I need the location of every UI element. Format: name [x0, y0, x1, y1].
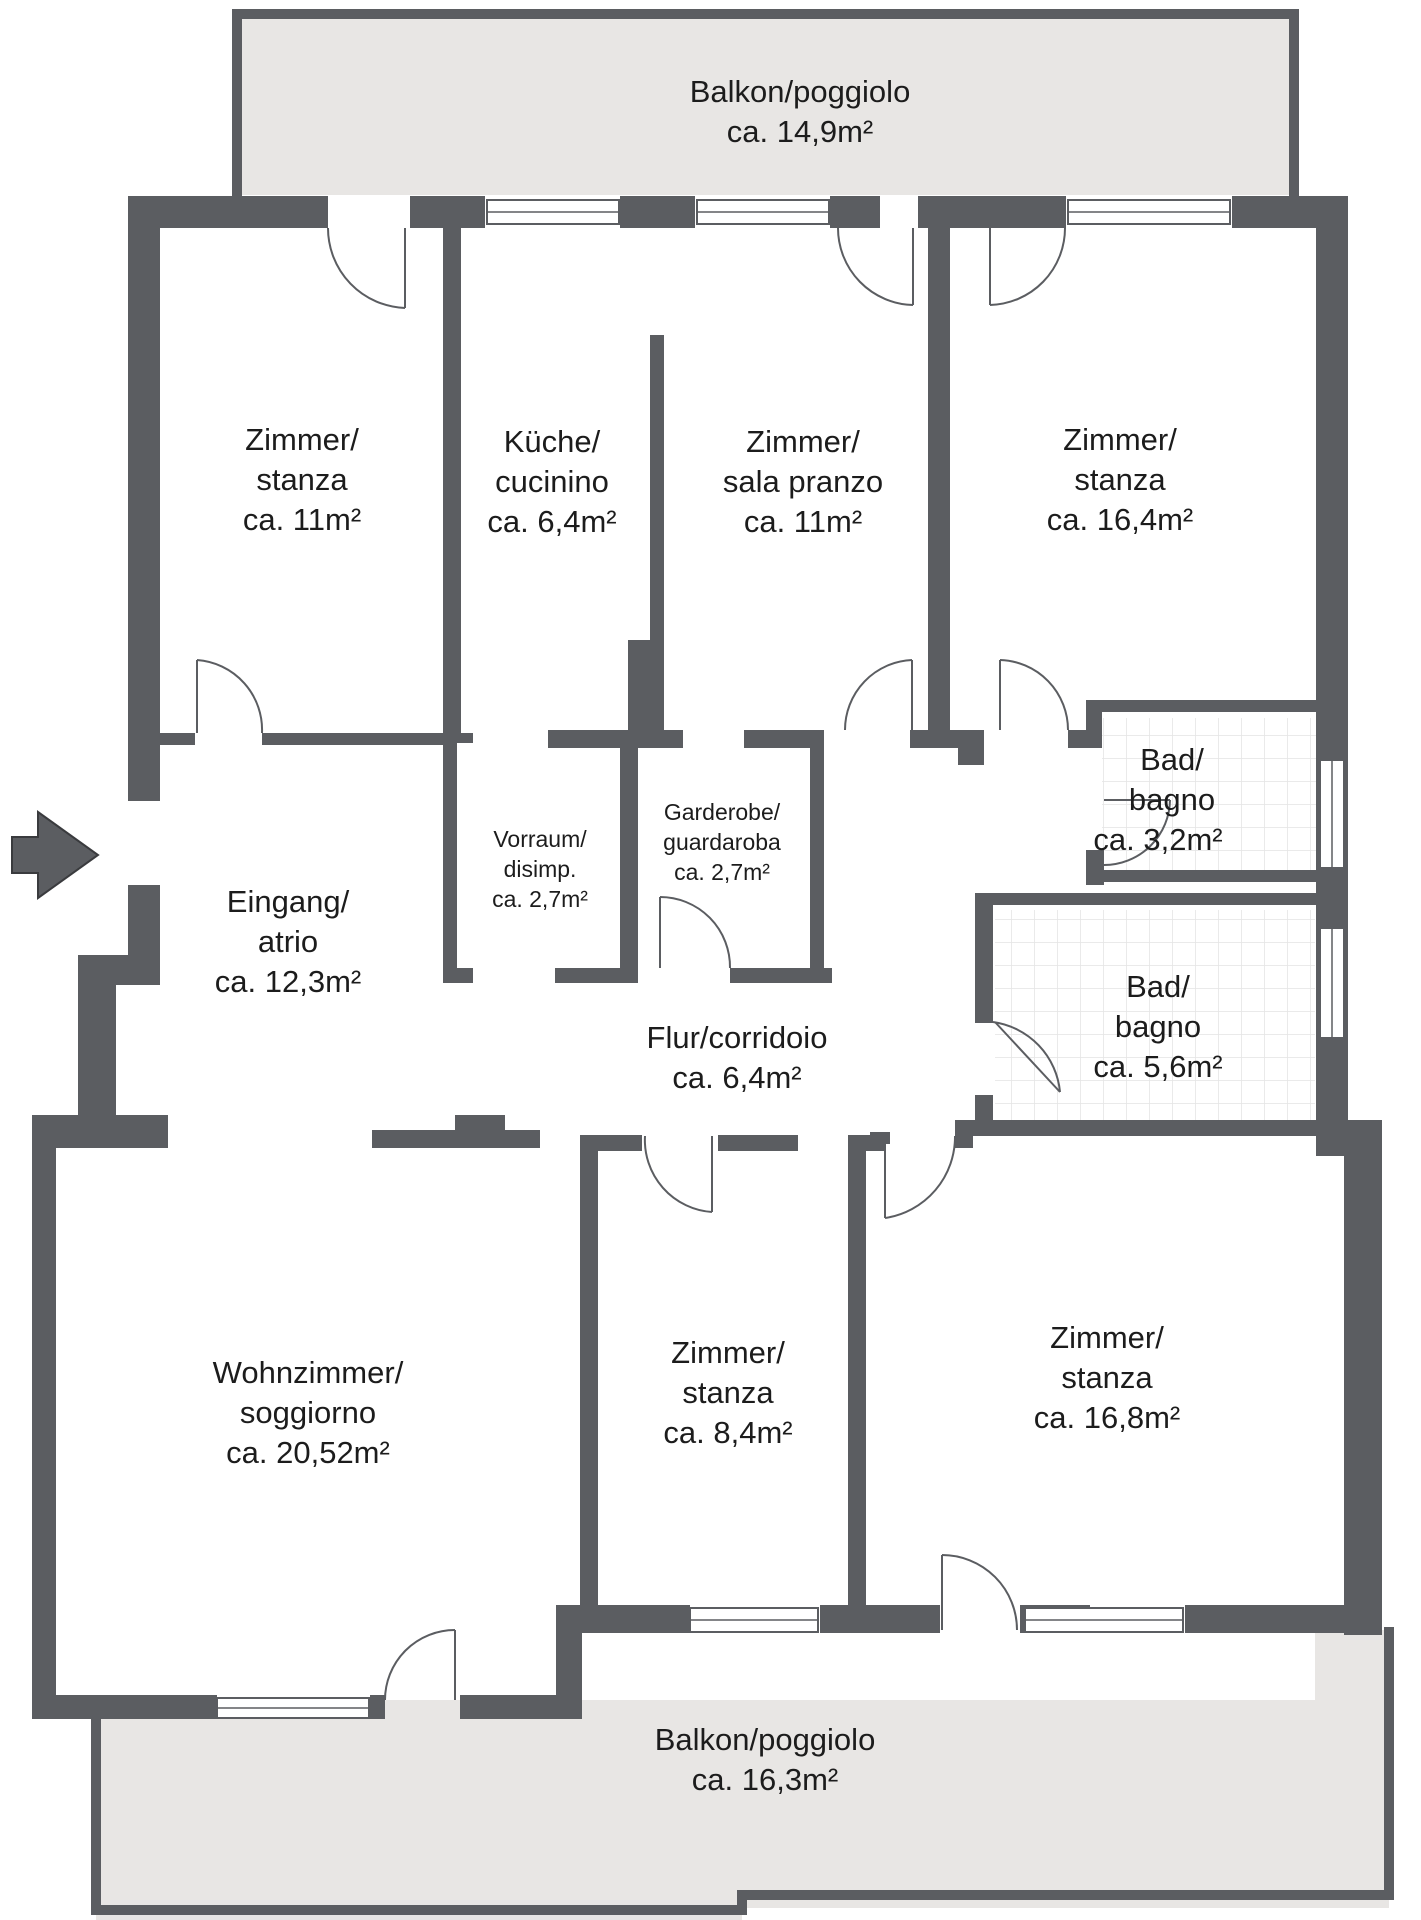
corridor-area: ca. 6,4m²	[672, 1060, 801, 1095]
room-bm-area: ca. 8,4m²	[663, 1415, 792, 1450]
garderobe-name: Garderobe/	[664, 799, 781, 825]
label-garderobe: Garderobe/ guardaroba ca. 2,7m²	[663, 799, 781, 885]
bath-small-name: Bad/	[1140, 742, 1204, 777]
label-balcony-bottom: Balkon/poggiolo ca. 16,3m²	[655, 1722, 876, 1797]
balcony-top	[232, 9, 1299, 196]
interior-walls	[160, 228, 1316, 1630]
vorraum-area: ca. 2,7m²	[492, 886, 588, 912]
entrance-arrow-icon	[11, 810, 100, 900]
balcony-top-area: ca. 14,9m²	[727, 114, 873, 149]
label-living: Wohnzimmer/ soggiorno ca. 20,52m²	[213, 1355, 404, 1470]
room-br-subname: stanza	[1061, 1360, 1153, 1395]
label-balcony-top: Balkon/poggiolo ca. 14,9m²	[690, 74, 911, 149]
bath-small-subname: bagno	[1129, 782, 1215, 817]
dining-area: ca. 11m²	[744, 504, 862, 539]
entrance-name: Eingang/	[227, 884, 350, 919]
bath-large-name: Bad/	[1126, 969, 1190, 1004]
room-tr-area: ca. 16,4m²	[1047, 502, 1193, 537]
room-tl-name: Zimmer/	[245, 422, 359, 457]
label-kitchen: Küche/ cucinino ca. 6,4m²	[487, 424, 616, 539]
room-tr-name: Zimmer/	[1063, 422, 1177, 457]
label-room-tl: Zimmer/ stanza ca. 11m²	[243, 422, 361, 537]
label-entrance: Eingang/ atrio ca. 12,3m²	[215, 884, 361, 999]
living-area: ca. 20,52m²	[226, 1435, 390, 1470]
label-room-tr: Zimmer/ stanza ca. 16,4m²	[1047, 422, 1193, 537]
room-br-name: Zimmer/	[1050, 1320, 1164, 1355]
label-room-bm: Zimmer/ stanza ca. 8,4m²	[663, 1335, 792, 1450]
living-subname: soggiorno	[240, 1395, 376, 1430]
corridor-name: Flur/corridoio	[647, 1020, 828, 1055]
room-bm-subname: stanza	[682, 1375, 774, 1410]
balcony-top-name: Balkon/poggiolo	[690, 74, 911, 109]
label-room-br: Zimmer/ stanza ca. 16,8m²	[1034, 1320, 1180, 1435]
bath-large-subname: bagno	[1115, 1009, 1201, 1044]
garderobe-subname: guardaroba	[663, 829, 781, 855]
bath-small-area: ca. 3,2m²	[1093, 822, 1222, 857]
doors	[196, 227, 1171, 1701]
bath-small-tiles	[1102, 718, 1317, 878]
kitchen-name: Küche/	[504, 424, 601, 459]
kitchen-area: ca. 6,4m²	[487, 504, 616, 539]
room-bm-name: Zimmer/	[671, 1335, 785, 1370]
vorraum-name: Vorraum/	[493, 826, 587, 852]
label-dining: Zimmer/ sala pranzo ca. 11m²	[723, 424, 883, 539]
bath-large-area: ca. 5,6m²	[1093, 1049, 1222, 1084]
room-br-area: ca. 16,8m²	[1034, 1400, 1180, 1435]
balcony-bottom	[91, 1627, 1394, 1920]
bath-large-tiles	[995, 910, 1315, 1135]
room-tl-subname: stanza	[256, 462, 348, 497]
garderobe-area: ca. 2,7m²	[674, 859, 770, 885]
vorraum-subname: disimp.	[504, 856, 577, 882]
label-vorraum: Vorraum/ disimp. ca. 2,7m²	[492, 826, 588, 912]
windows	[216, 199, 1345, 1719]
label-bath-small: Bad/ bagno ca. 3,2m²	[1093, 742, 1222, 857]
room-tr-subname: stanza	[1074, 462, 1166, 497]
dining-subname: sala pranzo	[723, 464, 883, 499]
kitchen-subname: cucinino	[495, 464, 609, 499]
label-corridor: Flur/corridoio ca. 6,4m²	[647, 1020, 828, 1095]
living-name: Wohnzimmer/	[213, 1355, 404, 1390]
dining-name: Zimmer/	[746, 424, 860, 459]
balcony-bottom-name: Balkon/poggiolo	[655, 1722, 876, 1757]
label-bath-large: Bad/ bagno ca. 5,6m²	[1093, 969, 1222, 1084]
room-tl-area: ca. 11m²	[243, 502, 361, 537]
balcony-bottom-area: ca. 16,3m²	[692, 1762, 838, 1797]
entrance-subname: atrio	[258, 924, 318, 959]
entrance-area: ca. 12,3m²	[215, 964, 361, 999]
